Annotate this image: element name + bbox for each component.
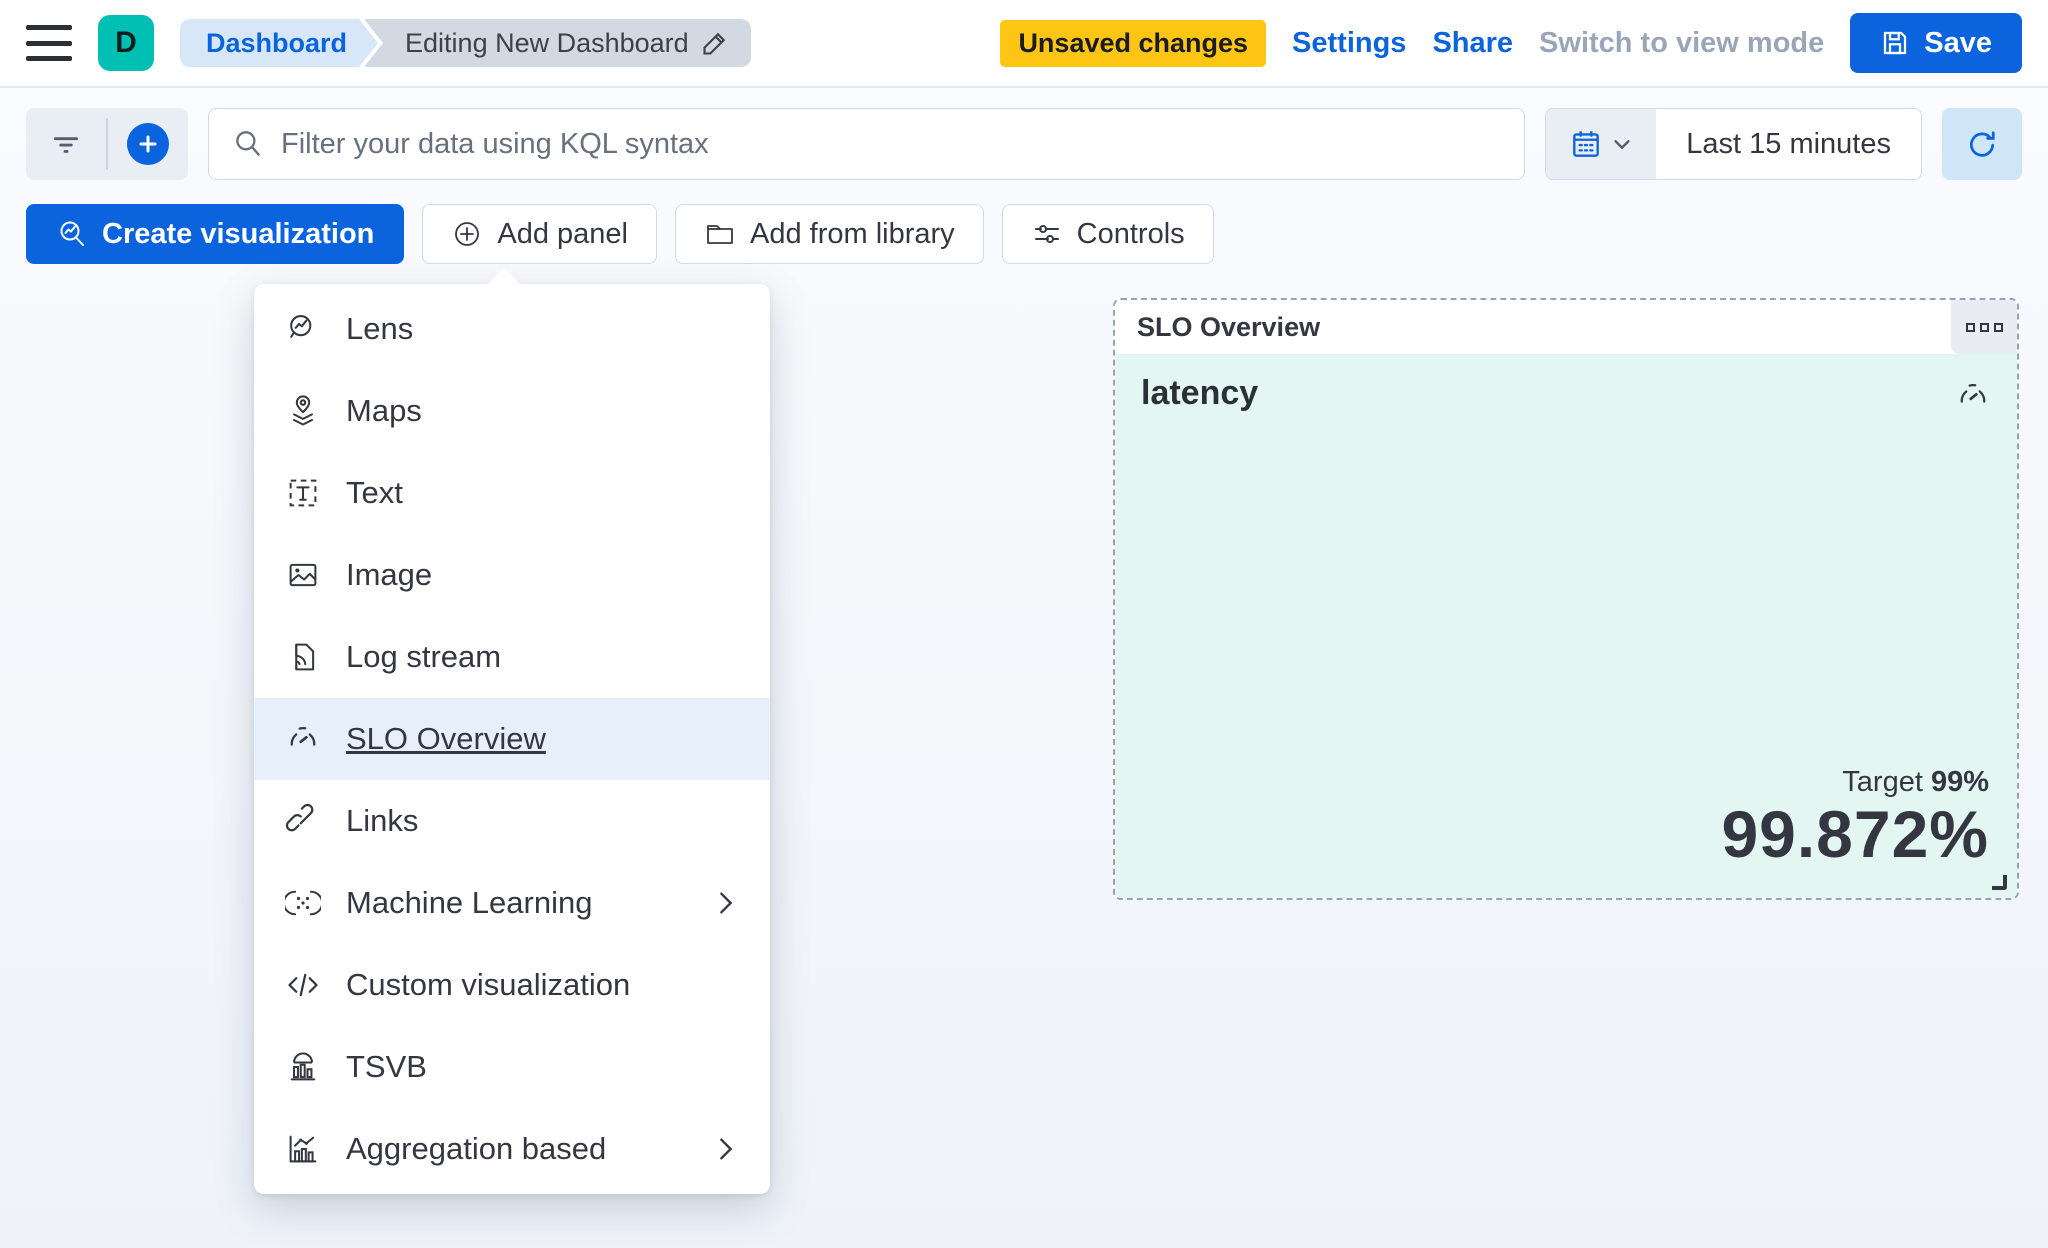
editor-toolbar: Create visualization Add panel Add from …: [0, 180, 2048, 264]
time-range-calendar-button[interactable]: [1546, 109, 1657, 179]
unsaved-changes-badge: Unsaved changes: [1000, 19, 1267, 67]
machine-learning-icon: [284, 885, 322, 921]
save-button[interactable]: Save: [1850, 13, 2022, 73]
panel-header: SLO Overview: [1115, 300, 2017, 354]
chevron-down-icon: [1611, 133, 1633, 155]
switch-view-mode-link[interactable]: Switch to view mode: [1539, 26, 1825, 59]
slo-overview-panel[interactable]: SLO Overview latency Target 99% 99.872%: [1113, 298, 2019, 900]
add-panel-label: Add panel: [497, 217, 628, 250]
lens-icon: [284, 311, 322, 347]
menu-item-label: Log stream: [346, 639, 502, 674]
slo-name: latency: [1141, 374, 1259, 412]
filter-menu-button[interactable]: [26, 108, 106, 180]
kql-search-box: [208, 108, 1526, 180]
menu-item-label: Lens: [346, 311, 414, 346]
code-icon: [284, 967, 322, 1003]
boxes-horizontal-icon: [1965, 322, 1975, 332]
breadcrumb-current-label: Editing New Dashboard: [405, 27, 689, 58]
menu-item-custom-visualization[interactable]: Custom visualization: [254, 944, 770, 1026]
gauge-icon: [284, 721, 322, 757]
add-panel-popover: Lens Maps: [254, 268, 770, 1194]
controls-label: Controls: [1076, 217, 1185, 250]
menu-item-image[interactable]: Image: [254, 534, 770, 616]
add-panel-button[interactable]: Add panel: [422, 204, 657, 264]
plus-in-circle-icon: [451, 218, 483, 250]
filter-button-group: [26, 108, 188, 180]
panel-options-button[interactable]: [1951, 300, 2017, 354]
menu-item-label: Machine Learning: [346, 885, 593, 920]
menu-item-aggregation-based[interactable]: Aggregation based: [254, 1108, 770, 1190]
menu-item-label: TSVB: [346, 1049, 427, 1084]
text-icon: [284, 475, 322, 511]
log-stream-icon: [284, 639, 322, 675]
add-from-library-button[interactable]: Add from library: [675, 204, 984, 264]
time-range-value[interactable]: Last 15 minutes: [1656, 109, 1921, 179]
create-visualization-label: Create visualization: [102, 217, 375, 250]
filter-group-divider: [106, 118, 108, 170]
calendar-icon: [1569, 127, 1603, 161]
slo-target-line: Target 99%: [1721, 766, 1989, 799]
menu-hamburger-icon[interactable]: [26, 25, 72, 61]
refresh-icon: [1964, 126, 2000, 162]
pencil-icon: [701, 29, 729, 57]
chevron-right-icon: [712, 889, 740, 917]
query-bar: Last 15 minutes: [0, 88, 2048, 180]
create-visualization-button[interactable]: Create visualization: [26, 204, 405, 264]
space-avatar[interactable]: D: [98, 15, 154, 71]
menu-item-label: Custom visualization: [346, 967, 631, 1002]
time-range-picker: Last 15 minutes: [1545, 108, 1922, 180]
menu-item-label: SLO Overview: [346, 721, 546, 756]
slo-target-label: Target: [1842, 765, 1923, 798]
menu-item-links[interactable]: Links: [254, 780, 770, 862]
menu-item-label: Text: [346, 475, 403, 510]
refresh-button[interactable]: [1942, 108, 2022, 180]
panel-resize-handle[interactable]: [1992, 875, 2007, 890]
maps-icon: [284, 393, 322, 429]
menu-item-machine-learning[interactable]: Machine Learning: [254, 862, 770, 944]
save-button-label: Save: [1924, 26, 1992, 59]
add-panel-menu: Lens Maps: [254, 284, 770, 1194]
panel-body: latency Target 99% 99.872%: [1115, 354, 2017, 898]
breadcrumb: Dashboard Editing New Dashboard: [180, 19, 751, 67]
sliders-icon: [1031, 218, 1063, 250]
chevron-right-icon: [712, 1135, 740, 1163]
menu-item-text[interactable]: Text: [254, 452, 770, 534]
breadcrumb-dashboard[interactable]: Dashboard: [180, 19, 379, 67]
menu-item-label: Maps: [346, 393, 422, 428]
panel-title: SLO Overview: [1137, 311, 1321, 342]
plus-circle-icon: [127, 123, 169, 165]
tsvb-icon: [284, 1049, 322, 1085]
gauge-icon: [1955, 378, 1991, 414]
add-filter-button[interactable]: [108, 108, 188, 180]
controls-button[interactable]: Controls: [1001, 204, 1214, 264]
slo-value: 99.872%: [1721, 796, 1989, 871]
save-icon: [1880, 28, 1910, 58]
menu-item-log-stream[interactable]: Log stream: [254, 616, 770, 698]
kql-search-input[interactable]: [281, 127, 1503, 161]
menu-item-slo-overview[interactable]: SLO Overview: [254, 698, 770, 780]
top-bar: D Dashboard Editing New Dashboard Unsave…: [0, 0, 2048, 88]
menu-item-maps[interactable]: Maps: [254, 370, 770, 452]
slo-target-value: 99%: [1930, 765, 1989, 798]
menu-item-label: Aggregation based: [346, 1131, 607, 1166]
menu-item-label: Image: [346, 557, 433, 592]
add-from-library-label: Add from library: [750, 217, 955, 250]
filter-icon: [49, 127, 83, 161]
lens-app-icon: [56, 218, 88, 250]
share-link[interactable]: Share: [1432, 26, 1514, 59]
slo-figures: Target 99% 99.872%: [1721, 766, 1989, 870]
menu-item-label: Links: [346, 803, 419, 838]
folder-icon: [704, 218, 736, 250]
settings-link[interactable]: Settings: [1292, 26, 1407, 59]
link-icon: [284, 803, 322, 839]
image-icon: [284, 557, 322, 593]
aggregation-icon: [284, 1131, 322, 1167]
menu-item-lens[interactable]: Lens: [254, 288, 770, 370]
menu-item-tsvb[interactable]: TSVB: [254, 1026, 770, 1108]
breadcrumb-current[interactable]: Editing New Dashboard: [364, 19, 751, 67]
search-icon: [231, 127, 265, 161]
